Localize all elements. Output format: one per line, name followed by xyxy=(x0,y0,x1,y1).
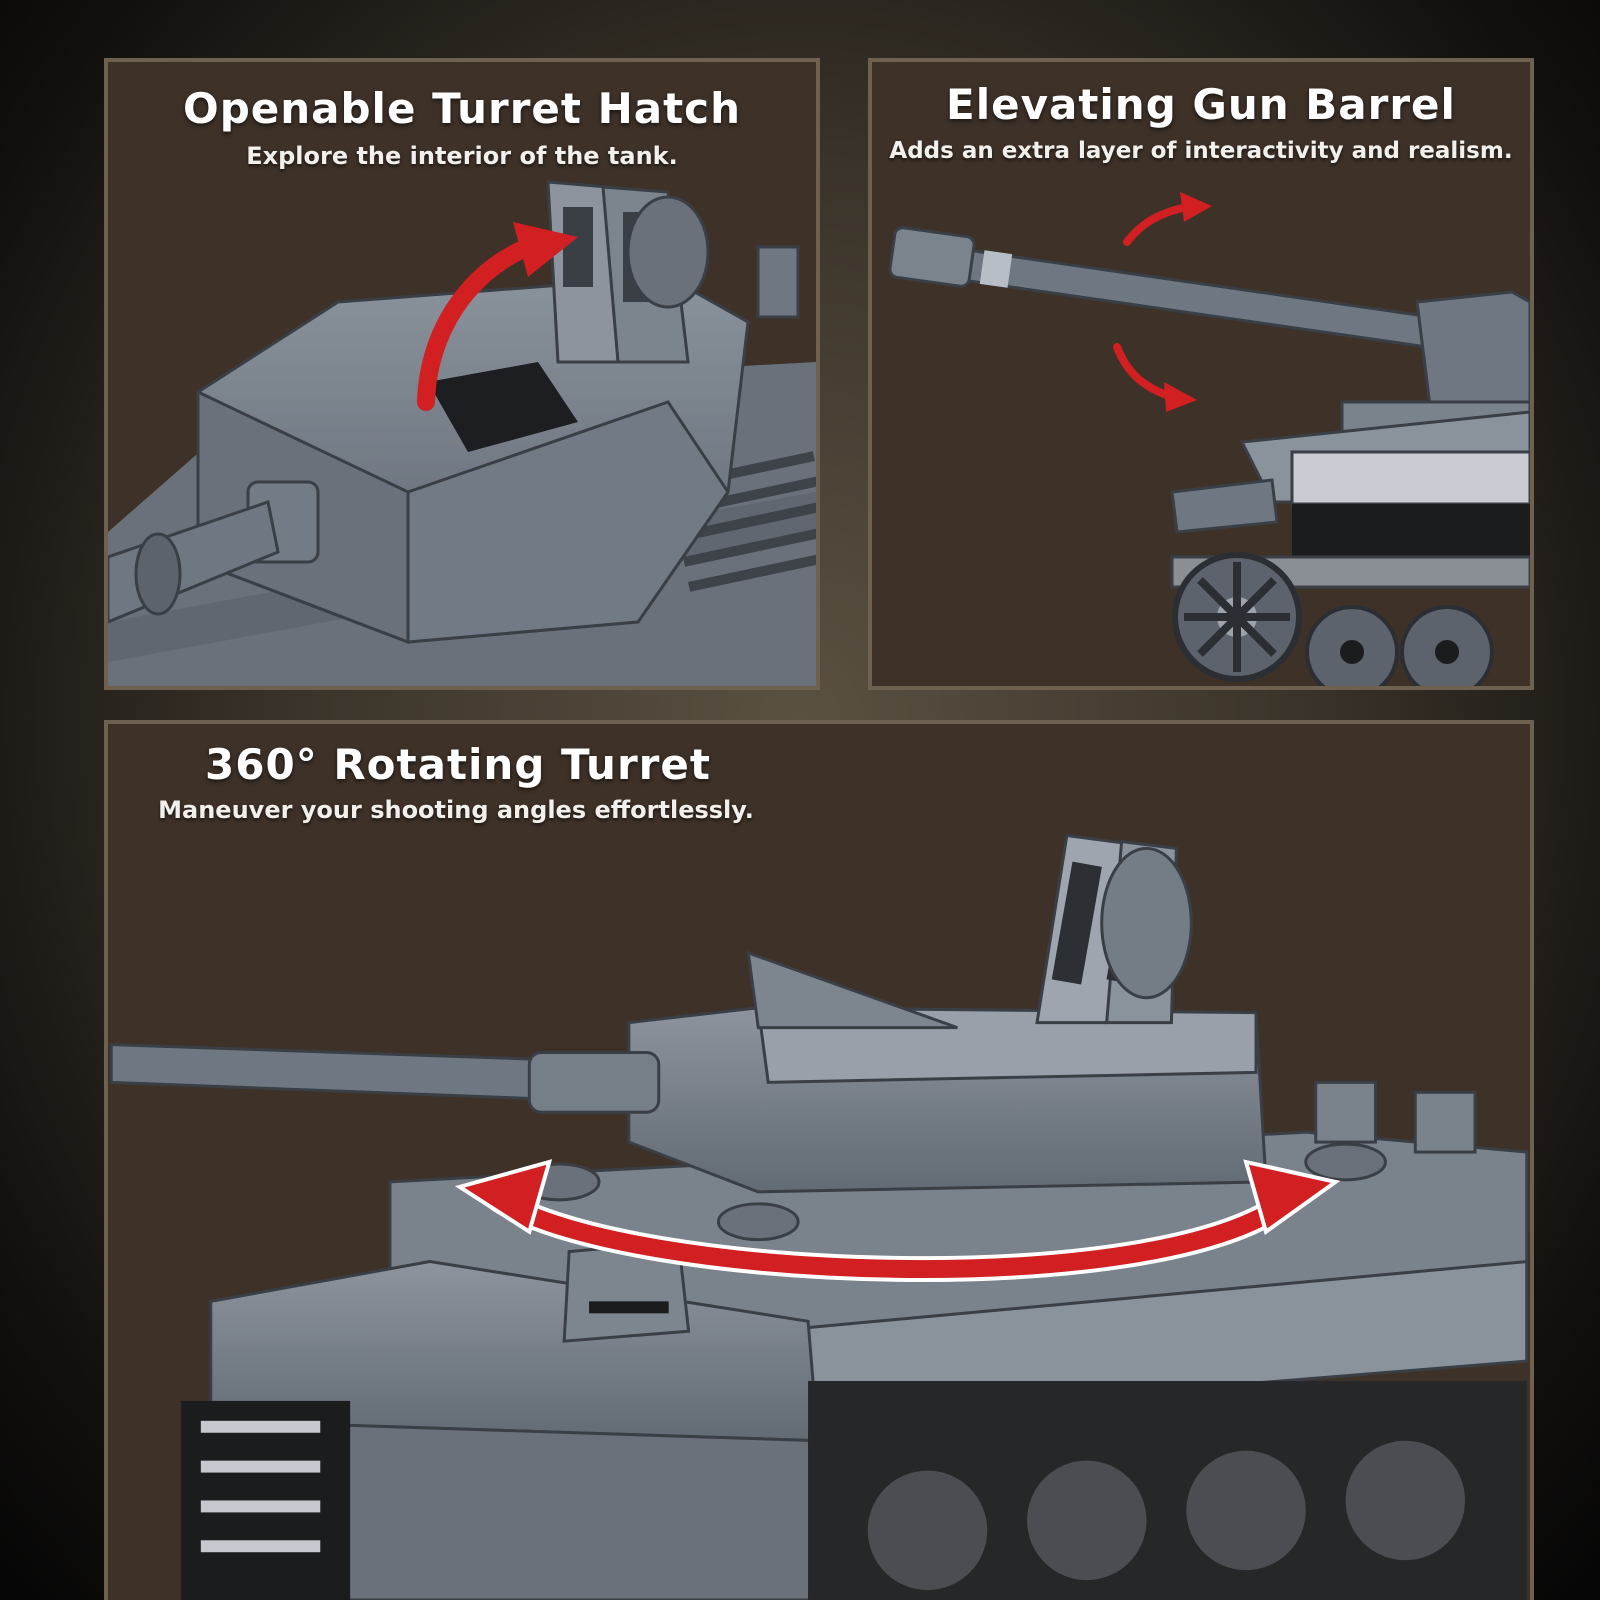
rotation-arrow-icon xyxy=(454,1159,1341,1282)
turret-tank-illustration xyxy=(109,833,1529,1600)
panel-subtitle: Maneuver your shooting angles effortless… xyxy=(158,796,754,824)
feature-panel-hatch: Openable Turret Hatch Explore the interi… xyxy=(104,58,820,690)
hatch-tank-illustration xyxy=(108,180,816,686)
feature-panel-barrel: Elevating Gun Barrel Adds an extra layer… xyxy=(868,58,1534,690)
down-arrow-icon xyxy=(1113,343,1197,412)
curved-arrow-icon xyxy=(417,222,578,411)
panel-subtitle: Adds an extra layer of interactivity and… xyxy=(889,138,1513,164)
panel-subtitle: Explore the interior of the tank. xyxy=(246,142,678,170)
panel-title: Elevating Gun Barrel xyxy=(946,80,1456,129)
barrel-tank-illustration xyxy=(888,192,1530,686)
panel-title: 360° Rotating Turret xyxy=(205,740,711,789)
panel-title: Openable Turret Hatch xyxy=(183,84,741,133)
feature-panel-turret: 360° Rotating Turret Maneuver your shoot… xyxy=(104,720,1534,1600)
up-arrow-icon xyxy=(1123,192,1212,246)
